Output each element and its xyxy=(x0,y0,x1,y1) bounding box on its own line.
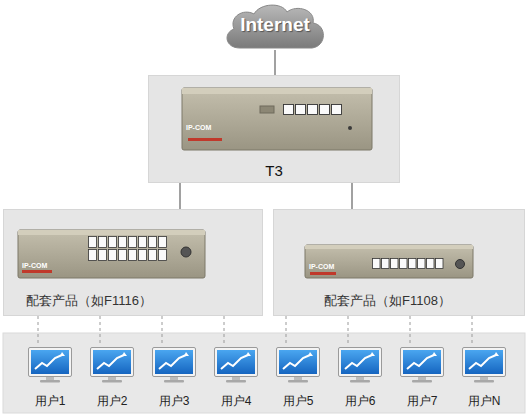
user-node: 用户2 xyxy=(82,343,142,411)
router-panel: T3 xyxy=(148,75,400,183)
switch-illustration xyxy=(305,245,473,278)
user-band xyxy=(3,333,525,413)
node-label: 用户N xyxy=(454,394,514,408)
switch-illustration-part xyxy=(22,270,52,273)
monitor-icons-part xyxy=(339,348,382,383)
node-label: 配套产品（如F1108） xyxy=(324,293,451,309)
router-illustration-part xyxy=(348,126,352,130)
monitor-icons-part xyxy=(463,348,506,383)
network-link xyxy=(351,183,353,209)
switch-panel: 配套产品（如F1116） xyxy=(3,209,263,316)
cloud-node: Internet xyxy=(222,2,328,50)
node-label: T3 xyxy=(149,162,399,180)
node-label: 用户6 xyxy=(330,394,390,408)
switch-illustration-part xyxy=(372,258,444,269)
dashed-link xyxy=(286,316,287,343)
switch-illustration xyxy=(18,230,205,278)
switch-illustration-part xyxy=(310,272,336,275)
switch-illustration-part xyxy=(456,260,465,269)
router-illustration-part xyxy=(182,88,372,150)
router-illustration-part xyxy=(182,88,372,94)
node-label: 用户2 xyxy=(82,394,142,408)
switch-illustration-part xyxy=(181,247,191,257)
node-label: 用户7 xyxy=(392,394,452,408)
monitor-icons xyxy=(29,348,506,383)
router-illustration-part xyxy=(260,106,274,113)
monitor-icons-part xyxy=(91,348,134,383)
user-node: 用户6 xyxy=(330,343,390,411)
dashed-link xyxy=(100,316,101,343)
router-illustration-part xyxy=(188,138,222,141)
brand-label: IP-COM xyxy=(186,124,211,131)
monitor-icons-part xyxy=(29,348,72,383)
router-illustration xyxy=(182,88,372,150)
user-node: 用户7 xyxy=(392,343,452,411)
node-label: 用户4 xyxy=(206,394,266,408)
dashed-link xyxy=(224,316,225,343)
brand-label: IP-COM xyxy=(309,263,334,270)
network-link xyxy=(274,50,276,75)
switch-illustration-part xyxy=(305,245,473,278)
user-node: 用户4 xyxy=(206,343,266,411)
monitor-icons-part xyxy=(277,348,320,383)
router-illustration-part xyxy=(283,104,343,115)
node-label: 用户5 xyxy=(268,394,328,408)
monitor-icons-part xyxy=(401,348,444,383)
cloud-label: Internet xyxy=(222,14,328,37)
network-link xyxy=(179,183,181,209)
user-node: 用户1 xyxy=(20,343,80,411)
node-label: 配套产品（如F1116） xyxy=(26,293,152,309)
node-label: 用户3 xyxy=(144,394,204,408)
switch-illustration-part xyxy=(88,236,168,262)
monitor-icons-part xyxy=(153,348,196,383)
switch-illustration-part xyxy=(305,245,473,249)
dashed-link xyxy=(348,316,349,343)
dashed-link xyxy=(38,316,39,343)
dashed-link xyxy=(410,316,411,343)
monitor-icons-part xyxy=(215,348,258,383)
switch-illustration-part xyxy=(18,230,205,235)
switch-illustration-part xyxy=(18,230,205,278)
brand-label: IP-COM xyxy=(22,262,47,269)
switch-panel: 配套产品（如F1108） xyxy=(273,209,525,316)
dashed-link xyxy=(472,316,473,343)
user-node: 用户N xyxy=(454,343,514,411)
user-node: 用户5 xyxy=(268,343,328,411)
dashed-link xyxy=(162,316,163,343)
user-node: 用户3 xyxy=(144,343,204,411)
node-label: 用户1 xyxy=(20,394,80,408)
